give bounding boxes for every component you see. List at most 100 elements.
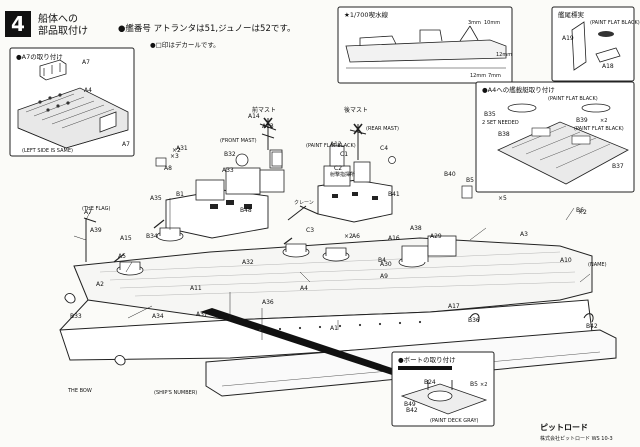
- part-label-b32: B32: [224, 151, 236, 158]
- part-label-a1: A1: [330, 325, 338, 332]
- inset-boat-label-2: B5: [470, 381, 478, 388]
- part-label-a29: A29: [430, 233, 442, 240]
- inset-boat: ●ボートの取り付け B42 B5 ×2 (PAINT DECK GRAY): [391, 351, 495, 427]
- turret-3: [282, 237, 310, 258]
- upper-deck: [73, 237, 593, 321]
- turret-5: [398, 245, 429, 268]
- decal-note: ●□印はデカールです。: [150, 40, 220, 49]
- mult-3: ×5: [498, 195, 507, 202]
- inset-stern-label-1: A19: [562, 35, 574, 42]
- part-label-a35: A35: [150, 195, 162, 202]
- part-label-c4: C4: [380, 145, 388, 152]
- bridge-block: [225, 167, 261, 195]
- inset-a4-label-3: B39: [576, 117, 588, 124]
- step-title-line2: 部品取付け: [38, 24, 88, 37]
- stern-flag-marker: [598, 31, 614, 37]
- ship-number-label: (SHIP'S NUMBER): [154, 390, 197, 396]
- mult-1: ×2: [172, 147, 181, 154]
- part-label-b40: B40: [444, 171, 456, 178]
- inset-a7-caption: (LEFT SIDE IS SAME): [22, 148, 73, 154]
- part-label-a11: A11: [190, 285, 202, 292]
- inset-boat-hull: [427, 390, 453, 402]
- fore-mast-label-en: (FRONT MAST): [220, 138, 257, 144]
- inset-a4-paint: (PAINT FLAT BLACK): [548, 96, 598, 102]
- part-a7-top: [39, 59, 67, 81]
- step-number-box: [5, 11, 31, 37]
- inset-a7: ●A7の取り付け A7 A4 A7 (LEF: [9, 47, 135, 157]
- inset-a4-label-4: B37: [612, 163, 624, 170]
- inset-a4-label-2: B38: [498, 131, 510, 138]
- part-label-b33: B33: [70, 313, 82, 320]
- part-label-b42: B42: [586, 323, 598, 330]
- part-label-a34: A34: [152, 313, 164, 320]
- inset-stern-label-2: A18: [602, 63, 614, 70]
- flag-label: (THE FLAG): [82, 206, 110, 212]
- inset-a4-label-1: B35: [484, 111, 496, 118]
- inset-a7-label-3: A7: [122, 141, 130, 148]
- part-label-a4: A4: [300, 285, 308, 292]
- small-part-b10: [388, 156, 396, 164]
- inset-a4-mult: ×2: [600, 118, 607, 124]
- inset-boat-2: [581, 103, 611, 113]
- inset-boat-1: [507, 103, 537, 113]
- callouts: 前マスト (FRONT MAST) 後マスト (REAR MAST) (PAIN…: [67, 106, 607, 396]
- part-label-a33: A33: [222, 167, 234, 174]
- part-label-a13: A13: [262, 123, 274, 130]
- inset-stern-title: 艦尾標実: [558, 10, 585, 19]
- part-label-b41: B41: [388, 191, 400, 198]
- inset-boat-mult: ×2: [480, 382, 487, 388]
- turret-6: [427, 235, 457, 257]
- mult-4: ×2: [578, 209, 587, 216]
- rear-mast-label-en: (REAR MAST): [366, 126, 399, 132]
- part-label-a37: A37: [196, 311, 208, 318]
- paint-black-label: (PAINT FLAT BLACK): [306, 143, 356, 149]
- part-label-b6: B6: [576, 207, 584, 214]
- footer-brand: ピットロード: [540, 422, 588, 432]
- part-b24-b: [114, 355, 126, 366]
- part-label-a31: A31: [176, 145, 188, 152]
- small-part-a8: [155, 157, 167, 167]
- multipliers: ×2 ×3 ×5 ×2 ×2: [170, 147, 587, 240]
- inset-stern-paint: (PAINT FLAT BLACK): [590, 20, 640, 26]
- small-part-b1: [461, 185, 473, 199]
- part-b33: [469, 313, 480, 323]
- part-label-a9: A9: [380, 273, 388, 280]
- part-label-c1: C1: [340, 151, 348, 158]
- part-label-c3: C3: [306, 227, 314, 234]
- step-title-line1: 船体への: [38, 12, 78, 25]
- part-label-b5: B5: [466, 177, 474, 184]
- part-label-c2: C2: [334, 165, 342, 172]
- step-number: 4: [11, 12, 25, 36]
- inset-a4-set-note: 2 SET NEEDED: [482, 120, 519, 126]
- part-b24-a: [64, 293, 76, 304]
- inset-stern-frame: [551, 6, 635, 82]
- part-label-a7: A7: [84, 209, 92, 216]
- part-label-a17: A17: [448, 303, 460, 310]
- inset-a4-paint-2: (PAINT FLAT BLACK): [574, 126, 624, 132]
- footer: ピットロード 株式会社ピットロード WS 10-3: [540, 422, 613, 442]
- inset-boat-label-1: B42: [406, 407, 418, 414]
- part-b40: [583, 313, 594, 323]
- mult-2: ×3: [170, 153, 179, 160]
- rear-mast-label: 後マスト: [344, 106, 368, 114]
- part-label-a16: A16: [388, 235, 400, 242]
- stern-plate: [571, 21, 587, 71]
- fore-mast-label: 前マスト: [252, 106, 276, 114]
- leader-lines: [73, 198, 591, 340]
- scale-dim-1: 3mm: [468, 20, 481, 26]
- inset-boat-paint-bar: [398, 366, 452, 370]
- director-dome: [235, 153, 249, 167]
- part-label-a30: A30: [380, 261, 392, 268]
- name-label: (NAME): [588, 262, 607, 268]
- inset-boat-title: ●ボートの取り付け: [398, 355, 456, 364]
- scale-dim-2: 10mm: [484, 20, 500, 26]
- inset-a7-label-2: A4: [84, 87, 92, 94]
- inset-a4-title: ●A4への艦載艇取り付け: [482, 85, 555, 94]
- inset-a4-boats: ●A4への艦載艇取り付け (PAINT FLAT BLACK) B35 B38 …: [475, 81, 635, 193]
- turret-2: [153, 219, 184, 242]
- part-label-b36: B36: [468, 317, 480, 324]
- part-label-b49: B49: [404, 401, 416, 408]
- fire-control-label: 射撃指揮所: [330, 171, 355, 178]
- part-label-a6: A6: [352, 233, 360, 240]
